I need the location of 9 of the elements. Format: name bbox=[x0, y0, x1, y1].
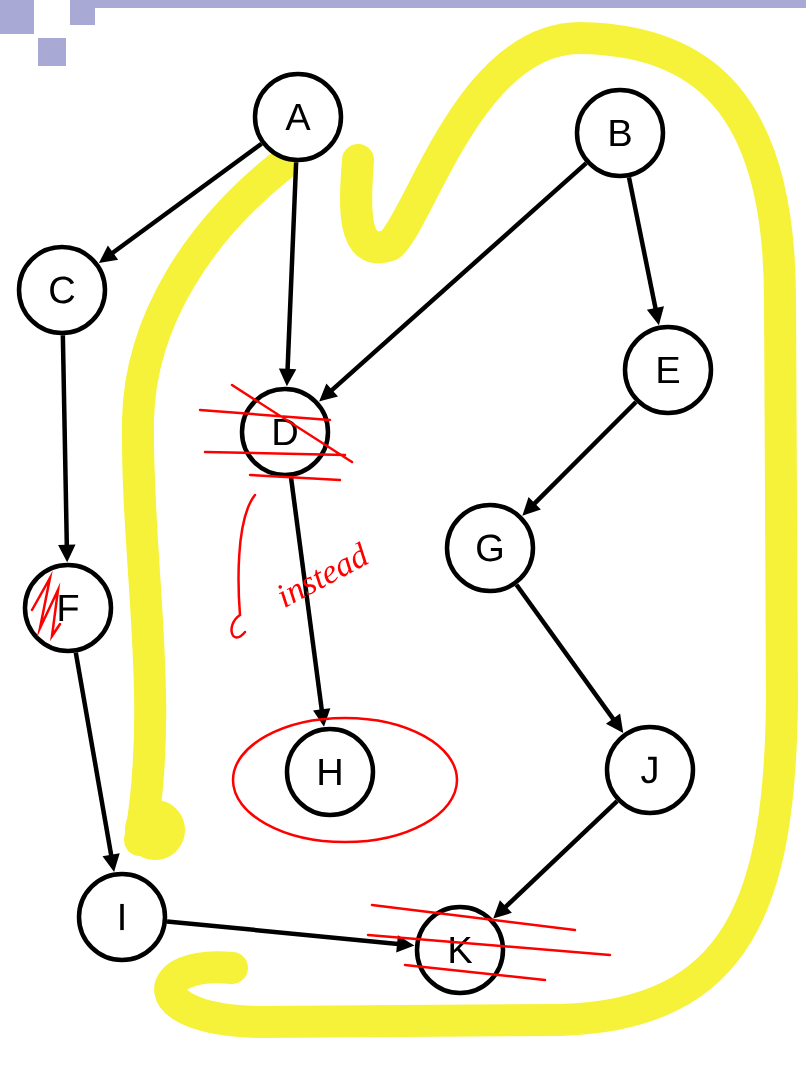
graph-vertex: A bbox=[252, 71, 344, 163]
graph-vertex: E bbox=[622, 324, 714, 416]
graph-vertex: F bbox=[22, 562, 114, 654]
graph-vertex: H bbox=[284, 726, 376, 818]
graph-vertex: I bbox=[76, 871, 168, 963]
graph-vertex: G bbox=[444, 502, 536, 594]
graph-vertex: C bbox=[16, 244, 108, 336]
graph-vertex: J bbox=[604, 724, 696, 816]
graph-vertex: B bbox=[574, 87, 666, 179]
